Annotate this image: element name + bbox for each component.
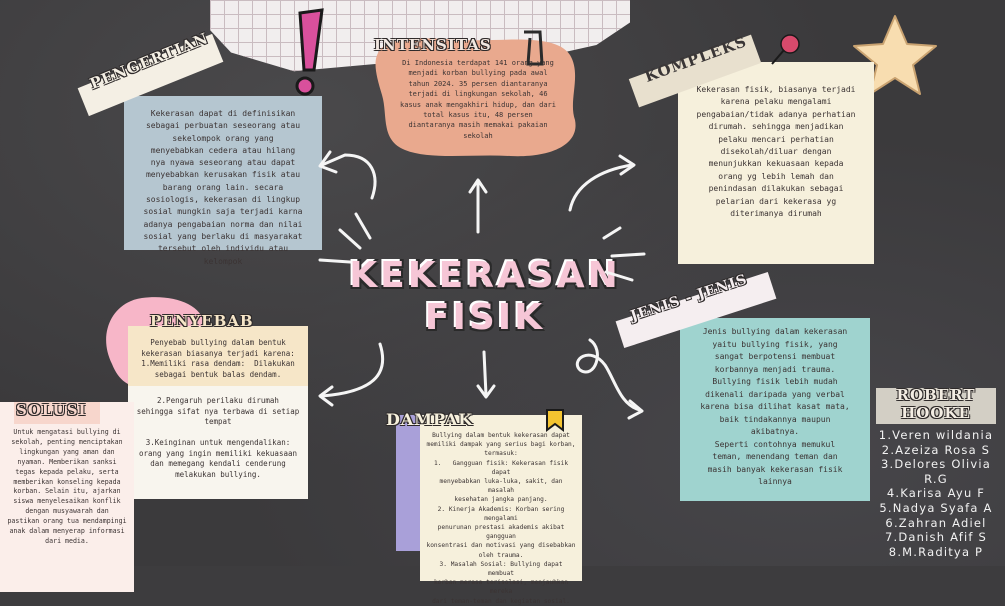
member-item: 6.Zahran Adiel — [885, 515, 987, 530]
arrow-to-jenis — [575, 338, 642, 412]
member-item: R.G — [924, 471, 948, 486]
member-item: 7.Danish Afif S — [885, 530, 987, 545]
arrowhead-kompleks — [618, 154, 636, 176]
dampak-text: Bullying dalam bentuk kekerasan dapat me… — [426, 432, 576, 605]
arrowhead-intensitas — [468, 178, 488, 194]
penyebab-text-top: Penyebab bullying dalam bentuk kekerasan… — [141, 338, 295, 379]
arrowhead-jenis — [627, 399, 644, 420]
exclamation-sticker-icon — [295, 8, 324, 96]
pengertian-note: Kekerasan dapat di definisikan sebagai p… — [124, 96, 322, 266]
intensitas-text: Di Indonesia terdapat 141 orang yang men… — [400, 59, 556, 140]
solusi-tape — [14, 402, 100, 424]
solusi-note: Untuk mengatasi bullying di sekolah, pen… — [0, 402, 134, 592]
group-label-tape — [876, 388, 996, 424]
star-sticker-icon — [853, 15, 937, 95]
arrow-to-kompleks — [568, 163, 634, 212]
penyebab-label: PENYEBAB — [150, 312, 254, 330]
member-item: 1.Veren wildania — [878, 428, 994, 442]
jenis-note: Jenis bullying dalam kekerasan yaitu bul… — [680, 318, 870, 501]
solusi-label: SOLUSI — [16, 401, 87, 419]
arrow-to-dampak — [482, 350, 488, 397]
arrowhead-dampak — [476, 384, 496, 399]
connector-arrows — [318, 150, 646, 420]
pushpin-icon — [771, 34, 800, 65]
intensitas-blob — [375, 38, 576, 157]
page-title: KEKERASAN FISIK — [340, 255, 630, 339]
kompleks-text: Kekerasan fisik, biasanya terjadi karena… — [696, 85, 856, 219]
arrowhead-penyebab — [318, 385, 334, 407]
dampak-label: DAMPAK — [386, 410, 474, 429]
intensitas-label: INTENSITAS — [374, 36, 492, 54]
penyebab-text-bottom: 2.Pengaruh perilaku dirumah sehingga sif… — [136, 396, 300, 479]
jenis-text: Jenis bullying dalam kekerasan yaitu bul… — [700, 327, 850, 486]
pengertian-text: Kekerasan dapat di definisikan sebagai p… — [143, 109, 303, 266]
member-item: 5.Nadya Syafa A — [879, 500, 993, 515]
title-line-2: FISIK — [424, 297, 546, 338]
penyebab-bottom-note: 2.Pengaruh perilaku dirumah sehingga sif… — [128, 386, 308, 499]
arrow-to-penyebab — [320, 342, 385, 398]
solusi-text: Untuk mengatasi bullying di sekolah, pen… — [7, 428, 127, 545]
arrow-to-pengertian — [320, 153, 377, 200]
group-label: ROBERT HOOKE — [896, 386, 976, 422]
dampak-lavender-strip — [396, 415, 422, 551]
kompleks-note: Kekerasan fisik, biasanya terjadi karena… — [678, 62, 874, 264]
member-item: 3.Delores Olivia — [880, 457, 992, 472]
arrowhead-pengertian — [318, 150, 338, 174]
member-item: 4.Karisa Ayu F — [886, 486, 986, 501]
dampak-note: Bullying dalam bentuk kekerasan dapat me… — [420, 415, 582, 605]
title-line-1: KEKERASAN — [349, 255, 621, 296]
member-item: 2.Azeiza Rosa S — [881, 442, 991, 457]
member-item: 8.M.Raditya P — [888, 544, 984, 559]
paperclip-icon — [524, 30, 544, 66]
bookmark-icon — [546, 409, 564, 432]
intensitas-note: Di Indonesia terdapat 141 orang yang men… — [388, 58, 568, 141]
